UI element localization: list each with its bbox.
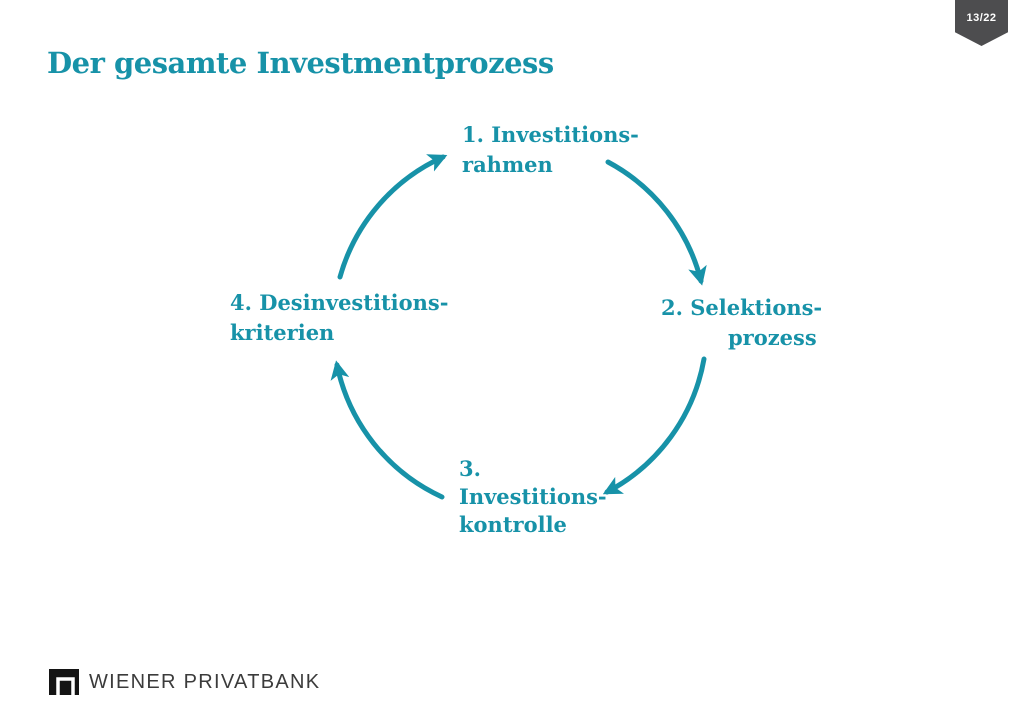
step-1-line-1: 1. Investitions-: [462, 122, 639, 147]
step-4-desinvestitionskriterien: 4. Desinvestitions- kriterien: [230, 288, 448, 348]
step-2-line-2: prozess: [728, 325, 817, 350]
arrow-step4-to-step1-icon: [337, 154, 448, 280]
brand-logo-icon: [49, 669, 79, 695]
step-3-line-2: Investitions-: [459, 484, 607, 509]
page-title: Der gesamte Investmentprozess: [47, 46, 554, 80]
arrow-step3-to-step4-icon: [330, 360, 445, 500]
brand-name: WIENER PRIVATBANK: [89, 670, 321, 693]
step-3-line-1: 3.: [459, 456, 481, 481]
arrow-step2-to-step3-icon: [602, 356, 707, 495]
arrow-step1-to-step2-icon: [605, 159, 707, 286]
page-number: 13/22: [966, 12, 997, 24]
step-1-line-2: rahmen: [462, 152, 553, 177]
step-2-line-1: 2. Selektions-: [661, 295, 823, 320]
step-3-line-3: kontrolle: [459, 512, 567, 537]
step-1-investitionsrahmen: 1. Investitions- rahmen: [462, 120, 639, 180]
footer-brand: WIENER PRIVATBANK: [49, 669, 320, 695]
step-2-selektionsprozess: 2. Selektions- prozess: [661, 293, 822, 353]
step-4-line-2: kriterien: [230, 320, 335, 345]
step-3-investitionskontrolle: 3. Investitions- kontrolle: [459, 455, 607, 539]
step-4-line-1: 4. Desinvestitions-: [230, 290, 449, 315]
